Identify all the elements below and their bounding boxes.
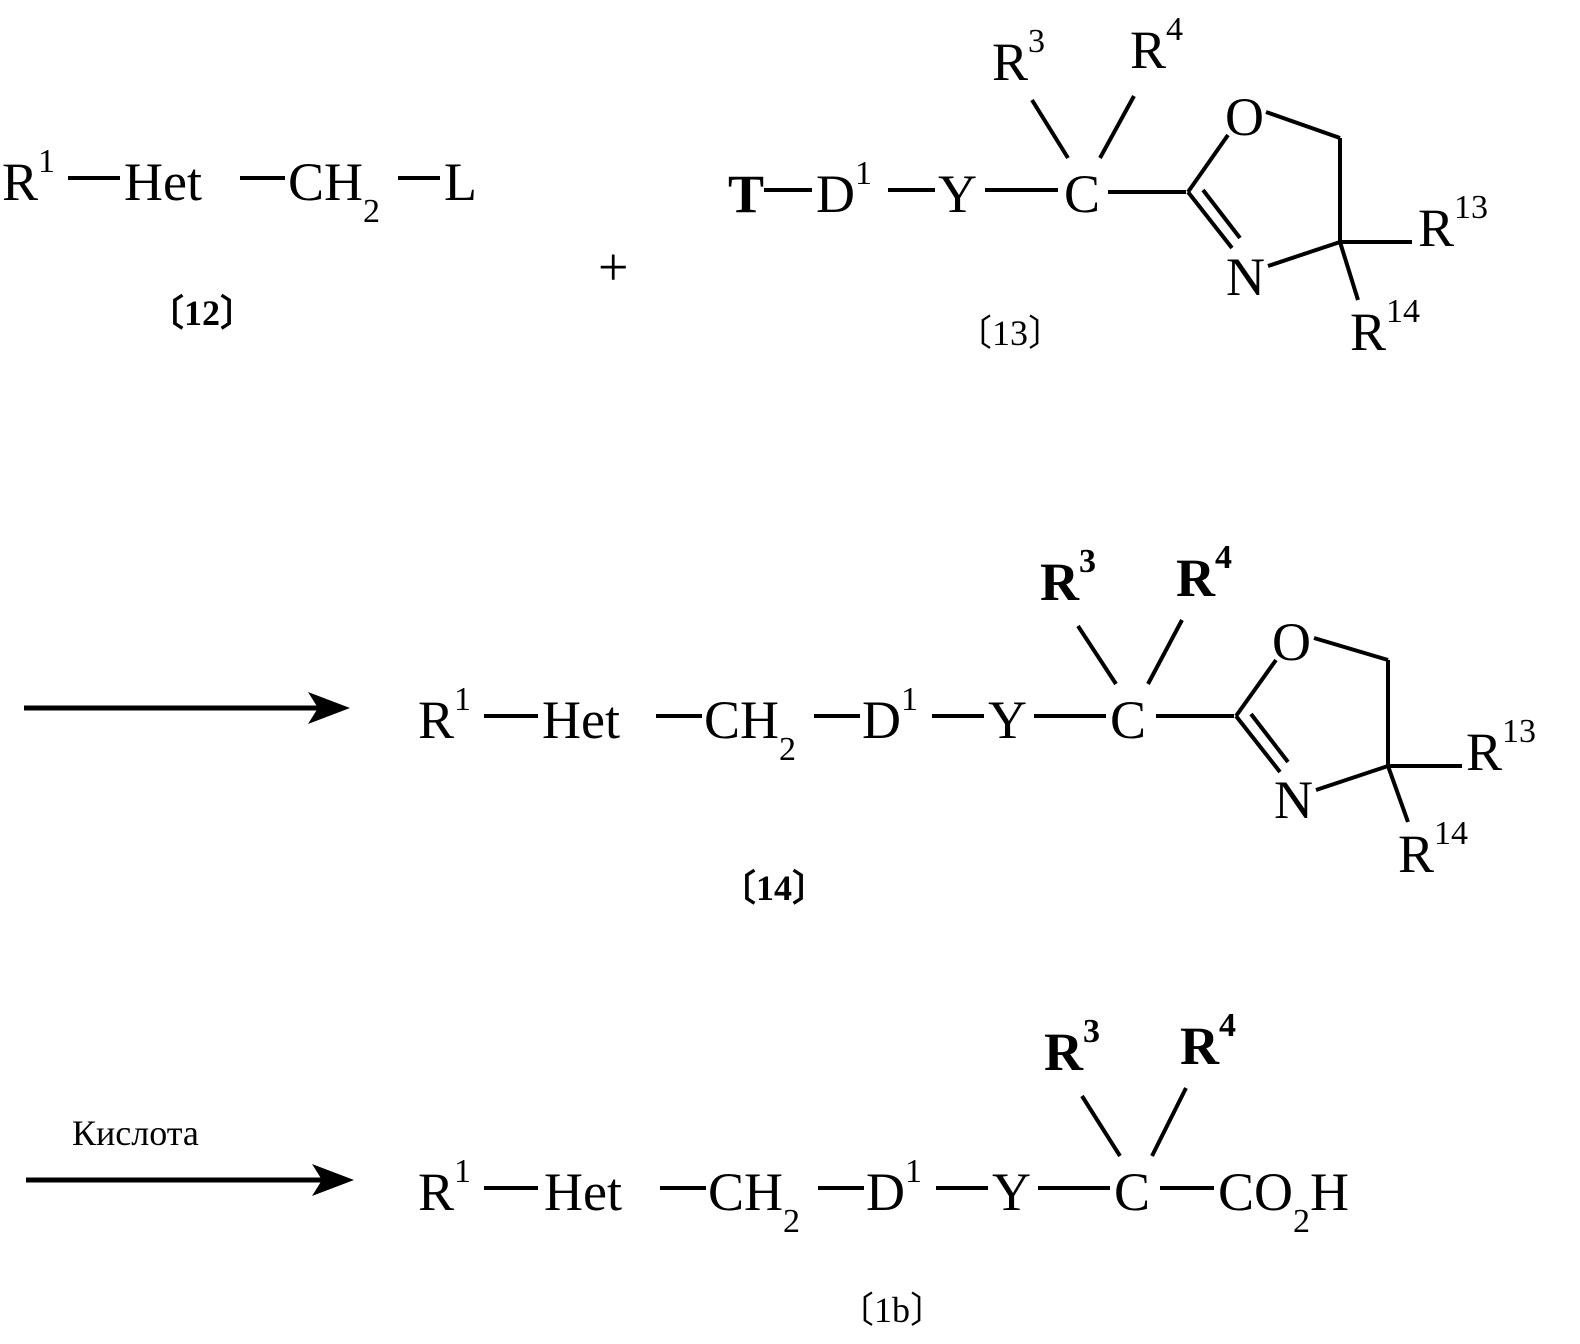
- reagent-label: Кислота: [72, 1113, 199, 1153]
- atom-ch2: CH2: [288, 152, 380, 230]
- bond: [1078, 626, 1116, 684]
- atom-r4: R4: [1180, 1007, 1236, 1076]
- compound-label-13: 〔13〕: [956, 313, 1064, 353]
- compound-14: R1 Het CH2 D1 Y C R3 R4 O N R13 R14 〔14〕: [418, 539, 1536, 908]
- atom-r3: R3: [992, 23, 1045, 92]
- reaction-arrow-2: Кислота: [26, 1113, 354, 1196]
- atom-d1: D1: [862, 681, 918, 750]
- compound-label-1b: 〔1b〕: [838, 1290, 946, 1330]
- atom-c: C: [1114, 1162, 1150, 1222]
- atom-r4: R4: [1130, 11, 1183, 80]
- atom-o: O: [1272, 612, 1311, 672]
- atom-r13: R13: [1418, 189, 1488, 258]
- atom-c: C: [1110, 690, 1146, 750]
- bond: [1152, 1088, 1186, 1156]
- compound-label-14: 〔14〕: [720, 867, 828, 908]
- bond: [1266, 112, 1340, 138]
- atom-het: Het: [544, 1162, 622, 1222]
- atom-y: Y: [938, 164, 977, 224]
- atom-y: Y: [992, 1162, 1031, 1222]
- atom-o: O: [1225, 87, 1264, 147]
- atom-het: Het: [542, 690, 620, 750]
- bond: [1316, 766, 1388, 790]
- bond: [1268, 242, 1340, 266]
- atom-r4: R4: [1176, 539, 1232, 608]
- bond: [1188, 135, 1228, 192]
- atom-c: C: [1064, 164, 1100, 224]
- atom-het: Het: [124, 152, 202, 212]
- atom-ch2: CH2: [708, 1162, 800, 1240]
- bond: [1251, 714, 1288, 762]
- atom-n: N: [1274, 770, 1313, 830]
- bond: [1148, 620, 1182, 684]
- reaction-arrow-1: [24, 692, 350, 724]
- compound-1b: R1 Het CH2 D1 Y C R3 R4 CO2H 〔1b〕: [418, 1007, 1349, 1330]
- plus-sign: +: [598, 237, 628, 297]
- bond: [1082, 1096, 1120, 1156]
- atom-n: N: [1226, 247, 1265, 307]
- atom-co2h: CO2H: [1218, 1162, 1349, 1240]
- atom-r1: R1: [2, 143, 55, 212]
- atom-r3: R3: [1044, 1013, 1100, 1082]
- atom-t: T: [728, 164, 764, 224]
- atom-r13: R13: [1466, 713, 1536, 782]
- atom-r1: R1: [418, 1153, 471, 1222]
- compound-13: T D1 Y C R3 R4 O N R13 R14 〔13〕: [728, 11, 1488, 362]
- atom-r3: R3: [1040, 543, 1096, 612]
- atom-l: L: [444, 152, 477, 212]
- compound-label-12: 〔12〕: [148, 292, 256, 333]
- bond: [1032, 100, 1068, 158]
- compound-12: R1 Het CH2 L 〔12〕: [2, 143, 477, 333]
- bond: [1388, 766, 1408, 822]
- atom-ch2: CH2: [704, 690, 796, 768]
- atom-y: Y: [988, 690, 1027, 750]
- atom-r14: R14: [1350, 293, 1420, 362]
- atom-d1: D1: [866, 1153, 922, 1222]
- bond: [1100, 96, 1134, 158]
- bond: [1203, 190, 1240, 238]
- bond: [1340, 242, 1358, 300]
- bond: [1236, 660, 1276, 716]
- atom-r1: R1: [418, 681, 471, 750]
- bond: [1314, 638, 1388, 660]
- atom-d1: D1: [816, 155, 872, 224]
- atom-r14: R14: [1398, 815, 1468, 884]
